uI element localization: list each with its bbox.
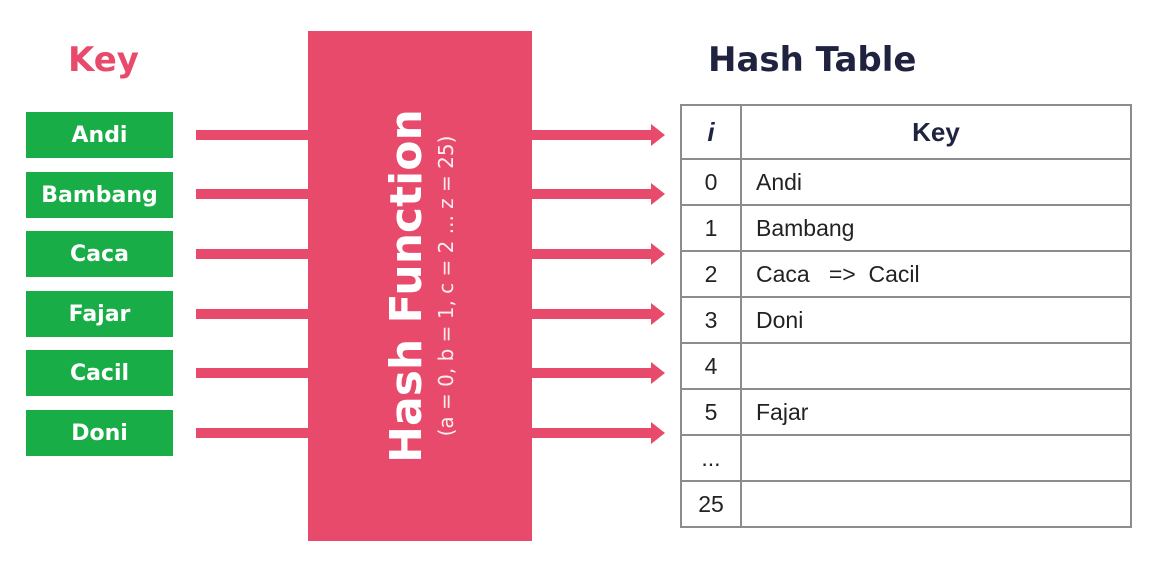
hash-function-label: Hash Function (a = 0, b = 1, c = 2 ... z… — [381, 109, 459, 463]
row-key — [740, 342, 1132, 390]
table-row: 5 Fajar — [680, 388, 1132, 436]
hash-function-formula: (a = 0, b = 1, c = 2 ... z = 25) — [434, 135, 458, 437]
input-arrow — [196, 189, 310, 199]
table-row: 2 Caca => Cacil — [680, 250, 1132, 298]
table-row: ... — [680, 434, 1132, 482]
input-arrow — [196, 368, 310, 378]
hash-function-title: Hash Function — [381, 109, 432, 463]
hash-function-box: Hash Function (a = 0, b = 1, c = 2 ... z… — [308, 31, 532, 541]
output-arrow — [532, 183, 665, 205]
row-key — [740, 434, 1132, 482]
table-row: 1 Bambang — [680, 204, 1132, 252]
row-index: 4 — [680, 342, 742, 390]
hash-table-title: Hash Table — [708, 40, 917, 80]
key-box-doni: Doni — [26, 410, 173, 456]
hash-table: i Key 0 Andi 1 Bambang 2 Caca => Cacil 3… — [680, 104, 1132, 528]
key-box-caca: Caca — [26, 231, 173, 277]
input-arrow — [196, 428, 310, 438]
header-index: i — [680, 104, 742, 160]
row-key: Bambang — [740, 204, 1132, 252]
table-row: 25 — [680, 480, 1132, 528]
header-key: Key — [740, 104, 1132, 160]
key-box-andi: Andi — [26, 112, 173, 158]
output-arrow — [532, 422, 665, 444]
input-arrow — [196, 309, 310, 319]
table-header-row: i Key — [680, 104, 1132, 160]
table-row: 4 — [680, 342, 1132, 390]
row-key: Doni — [740, 296, 1132, 344]
output-arrow — [532, 303, 665, 325]
table-row: 3 Doni — [680, 296, 1132, 344]
row-key: Andi — [740, 158, 1132, 206]
row-index: 1 — [680, 204, 742, 252]
row-index: ... — [680, 434, 742, 482]
input-arrow — [196, 130, 310, 140]
keys-title: Key — [68, 40, 139, 80]
row-index: 3 — [680, 296, 742, 344]
row-index: 2 — [680, 250, 742, 298]
key-box-bambang: Bambang — [26, 172, 173, 218]
output-arrow — [532, 362, 665, 384]
row-key: Caca => Cacil — [740, 250, 1132, 298]
output-arrow — [532, 124, 665, 146]
input-arrow — [196, 249, 310, 259]
output-arrow — [532, 243, 665, 265]
row-key — [740, 480, 1132, 528]
table-row: 0 Andi — [680, 158, 1132, 206]
key-box-fajar: Fajar — [26, 291, 173, 337]
row-index: 25 — [680, 480, 742, 528]
row-index: 5 — [680, 388, 742, 436]
row-index: 0 — [680, 158, 742, 206]
row-key: Fajar — [740, 388, 1132, 436]
key-box-cacil: Cacil — [26, 350, 173, 396]
